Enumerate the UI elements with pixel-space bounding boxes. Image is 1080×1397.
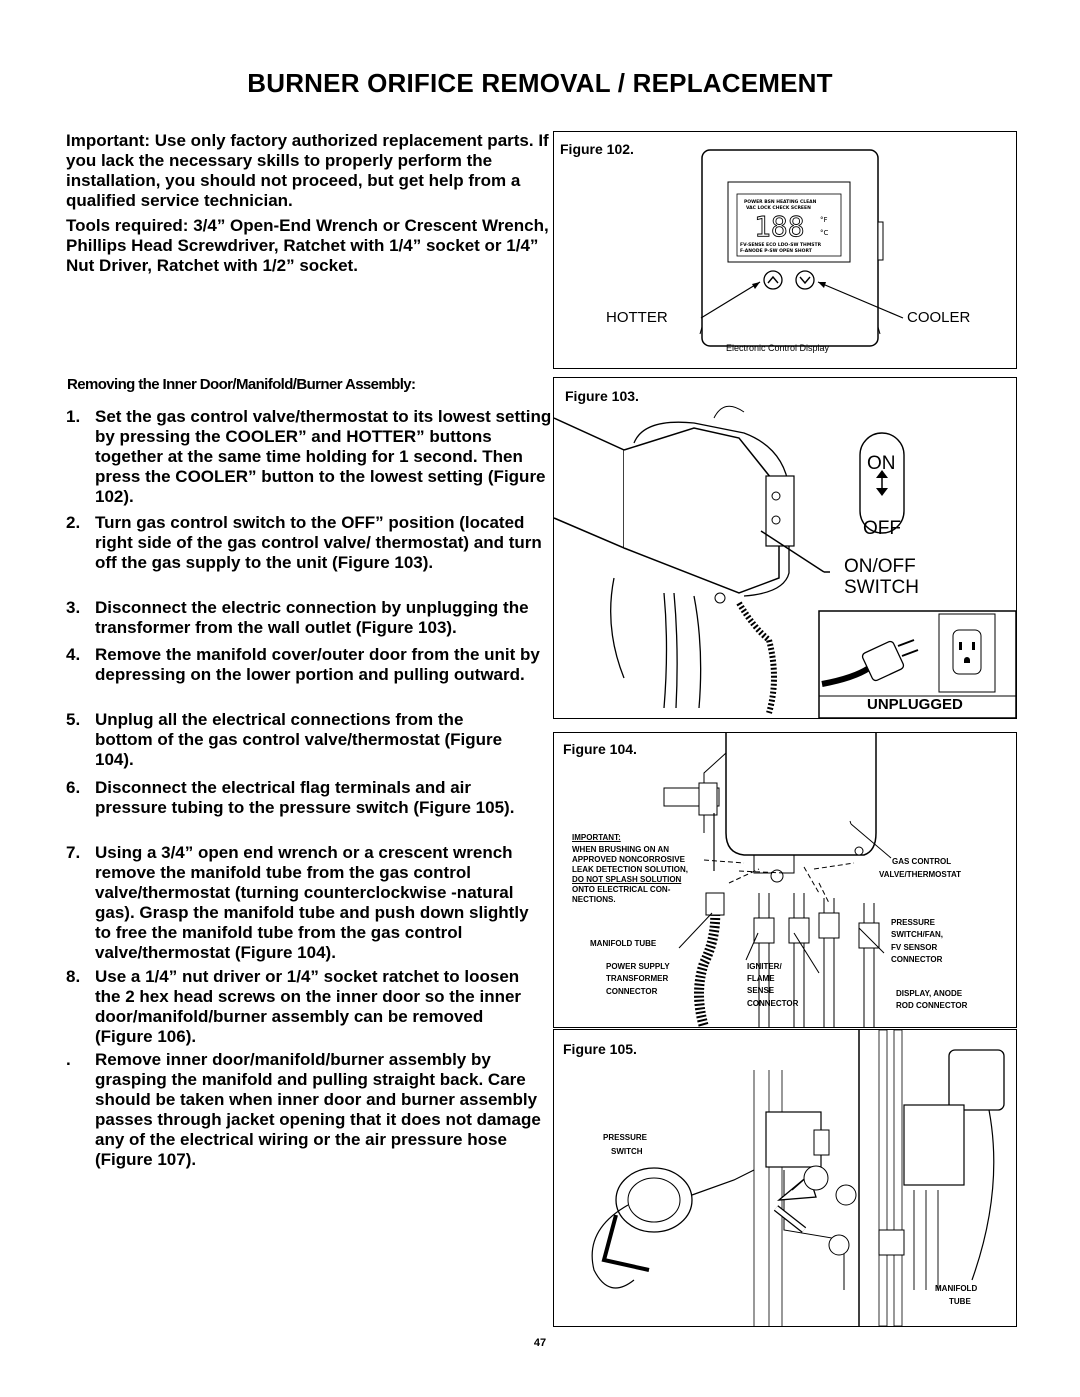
cooler-label: COOLER bbox=[907, 309, 971, 326]
power-supply-label: CONNECTOR bbox=[606, 987, 658, 996]
hotter-label: HOTTER bbox=[606, 309, 668, 326]
step-text: Remove inner door/manifold/burner assemb… bbox=[95, 1050, 541, 1169]
intro-important: Important: Use only factory authorized r… bbox=[66, 131, 549, 210]
gas-control-illustration bbox=[554, 405, 1016, 718]
step-number: 2. bbox=[66, 513, 81, 532]
step-text: Unplug all the electrical connections fr… bbox=[95, 710, 503, 769]
step-text: Using a 3/4” open end wrench or a cresce… bbox=[95, 843, 529, 962]
manifold-tube-label: MANIFOLD TUBE bbox=[590, 939, 657, 948]
important-line: ONTO ELECTRICAL CON- bbox=[572, 885, 671, 894]
step-text: Use a 1/4” nut driver or 1/4” socket rat… bbox=[95, 967, 522, 1046]
step-3: 3. Disconnect the electric connection by… bbox=[66, 598, 556, 638]
step-2: 2. Turn gas control switch to the OFF” p… bbox=[66, 513, 556, 573]
manifold-tube-label: MANIFOLD bbox=[935, 1284, 978, 1293]
igniter-label: IGNITER/ bbox=[747, 962, 782, 971]
step-5: 5. Unplug all the electrical connections… bbox=[66, 710, 516, 770]
step-9: . Remove inner door/manifold/burner asse… bbox=[66, 1050, 556, 1170]
important-line: WHEN BRUSHING ON AN bbox=[572, 845, 670, 854]
step-8: 8. Use a 1/4” nut driver or 1/4” socket … bbox=[66, 967, 542, 1047]
important-line: LEAK DETECTION SOLUTION, bbox=[572, 865, 688, 874]
on-label: ON bbox=[867, 453, 896, 474]
page-title: BURNER ORIFICE REMOVAL / REPLACEMENT bbox=[247, 68, 833, 98]
step-number: 5. bbox=[66, 710, 81, 729]
figure-104: Figure 104. IMPORTANT: WHEN BRUSHING ON … bbox=[553, 732, 1017, 1028]
step-number: 4. bbox=[66, 645, 81, 664]
important-title: IMPORTANT: bbox=[572, 833, 621, 842]
pressure-switch-label: CONNECTOR bbox=[891, 955, 943, 964]
igniter-label: CONNECTOR bbox=[747, 999, 799, 1008]
figure-105: Figure 105. PRESSURE SWITCH MANIFOLD TUB… bbox=[553, 1029, 1017, 1327]
step-number: 8. bbox=[66, 967, 81, 986]
power-supply-label: POWER SUPPLY bbox=[606, 962, 670, 971]
step-4: 4. Remove the manifold cover/outer door … bbox=[66, 645, 556, 685]
wiring-connections-illustration bbox=[663, 733, 892, 1027]
svg-text:POWER BSN HEATING CLEAN: POWER BSN HEATING CLEAN bbox=[744, 199, 817, 205]
step-number: 6. bbox=[66, 778, 81, 797]
step-6: 6. Disconnect the electrical flag termin… bbox=[66, 778, 516, 818]
switch-label-line1: ON/OFF bbox=[844, 556, 916, 577]
off-label: OFF bbox=[863, 518, 901, 539]
power-supply-label: TRANSFORMER bbox=[606, 974, 669, 983]
figure-label: Figure 102. bbox=[560, 141, 634, 157]
igniter-label: SENSE bbox=[747, 986, 775, 995]
page-number: 47 bbox=[533, 1337, 547, 1349]
pressure-switch-label: SWITCH/FAN, bbox=[891, 930, 943, 939]
figure-label: Figure 104. bbox=[563, 741, 637, 757]
important-line: DO NOT SPLASH SOLUTION bbox=[572, 875, 682, 884]
switch-label-line2: SWITCH bbox=[844, 577, 919, 598]
display-anode-label: ROD CONNECTOR bbox=[896, 1001, 968, 1010]
control-display-illustration: POWER BSN HEATING CLEAN VAC LOCK CHECK S… bbox=[699, 149, 904, 347]
step-text: Remove the manifold cover/outer door fro… bbox=[95, 645, 540, 684]
unplugged-label: UNPLUGGED bbox=[867, 696, 963, 713]
svg-text:°F: °F bbox=[820, 216, 828, 224]
figure-label: Figure 103. bbox=[565, 388, 639, 404]
important-line: APPROVED NONCORROSIVE bbox=[572, 855, 685, 864]
figure-caption: Electronic Control Display bbox=[726, 343, 830, 353]
step-7: 7. Using a 3/4” open end wrench or a cre… bbox=[66, 843, 542, 963]
gas-control-label: GAS CONTROL bbox=[892, 857, 952, 866]
pressure-switch-label: SWITCH bbox=[611, 1147, 643, 1156]
step-number: 7. bbox=[66, 843, 81, 862]
svg-text:188: 188 bbox=[754, 210, 805, 243]
section-heading: Removing the Inner Door/Manifold/Burner … bbox=[67, 376, 416, 393]
manifold-tube-label: TUBE bbox=[949, 1297, 971, 1306]
important-line: NECTIONS. bbox=[572, 895, 616, 904]
step-number: . bbox=[66, 1050, 71, 1069]
display-anode-label: DISPLAY, ANODE bbox=[896, 989, 963, 998]
gas-control-label: VALVE/THERMOSTAT bbox=[879, 870, 962, 879]
figure-102: POWER BSN HEATING CLEAN VAC LOCK CHECK S… bbox=[553, 131, 1017, 369]
step-text: Disconnect the electric connection by un… bbox=[95, 598, 529, 637]
figure-label: Figure 105. bbox=[563, 1041, 637, 1057]
step-number: 1. bbox=[66, 407, 81, 426]
step-text: Disconnect the electrical flag terminals… bbox=[95, 778, 515, 817]
pressure-switch-label: PRESSURE bbox=[603, 1133, 648, 1142]
pressure-switch-label: FV SENSOR bbox=[891, 943, 938, 952]
igniter-label: FLAME bbox=[747, 974, 775, 983]
step-text: Set the gas control valve/thermostat to … bbox=[95, 407, 552, 506]
intro-tools: Tools required: 3/4” Open-End Wrench or … bbox=[66, 216, 549, 275]
svg-text:VAC LOCK CHECK SCREEN: VAC LOCK CHECK SCREEN bbox=[746, 205, 811, 211]
figure-103: Figure 103. ON OFF ON/OFF SWITCH UNPLUGG… bbox=[553, 377, 1017, 719]
svg-text:°C: °C bbox=[820, 229, 829, 237]
pressure-switch-label: PRESSURE bbox=[891, 918, 936, 927]
step-number: 3. bbox=[66, 598, 81, 617]
pressure-switch-illustration bbox=[591, 1030, 1005, 1326]
svg-text:FV-SENSE ECO LDO-SW THMSTR: FV-SENSE ECO LDO-SW THMSTR bbox=[740, 242, 822, 248]
step-text: Turn gas control switch to the OFF” posi… bbox=[95, 513, 542, 572]
step-1: 1. Set the gas control valve/thermostat … bbox=[66, 407, 556, 507]
svg-text:F-ANODE P-SW OPEN SHORT: F-ANODE P-SW OPEN SHORT bbox=[740, 248, 813, 254]
